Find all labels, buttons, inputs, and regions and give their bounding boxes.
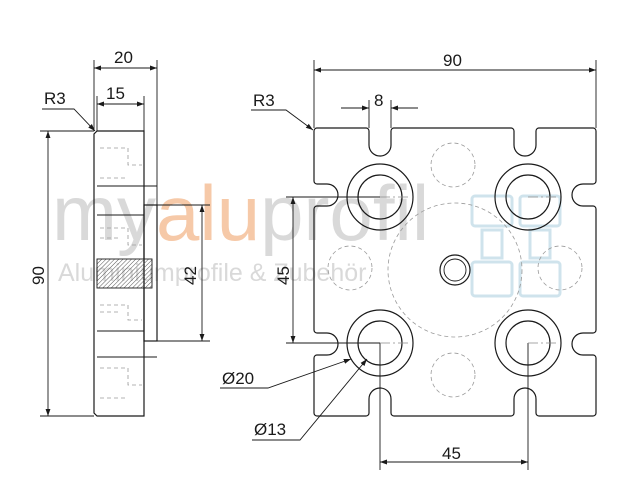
front-view: 90 8 R3 45 45 Ø20 Ø13: [220, 51, 597, 470]
dim-front-width: 90: [443, 51, 462, 70]
watermark-brand: myaluprofil: [52, 169, 429, 257]
side-view: 20 15 R3 90 42: [29, 48, 210, 417]
dim-side-boss-height: 42: [181, 266, 200, 285]
dim-front-radius: R3: [253, 91, 275, 110]
front-plate-outline: [313, 127, 597, 417]
dim-side-radius: R3: [44, 89, 66, 108]
center-thread-hole: [439, 254, 471, 286]
side-hidden-lines: [100, 147, 142, 399]
watermark-logo-icon: [470, 194, 562, 298]
dim-side-width-total: 20: [114, 48, 133, 67]
dim-side-width-plate: 15: [106, 84, 125, 103]
dim-front-vertical-spacing: 45: [274, 266, 293, 285]
dim-front-horizontal-spacing: 45: [442, 444, 461, 463]
dim-front-slot-width: 8: [374, 91, 383, 110]
dim-counterbore-diameter: Ø20: [222, 369, 254, 388]
dim-side-height: 90: [29, 266, 48, 285]
front-center-circle: [387, 202, 523, 338]
side-thread: [96, 258, 153, 289]
dim-hole-diameter: Ø13: [254, 420, 286, 439]
watermark: myaluprofil Aluminiumprofile & Zubehör: [52, 169, 562, 298]
